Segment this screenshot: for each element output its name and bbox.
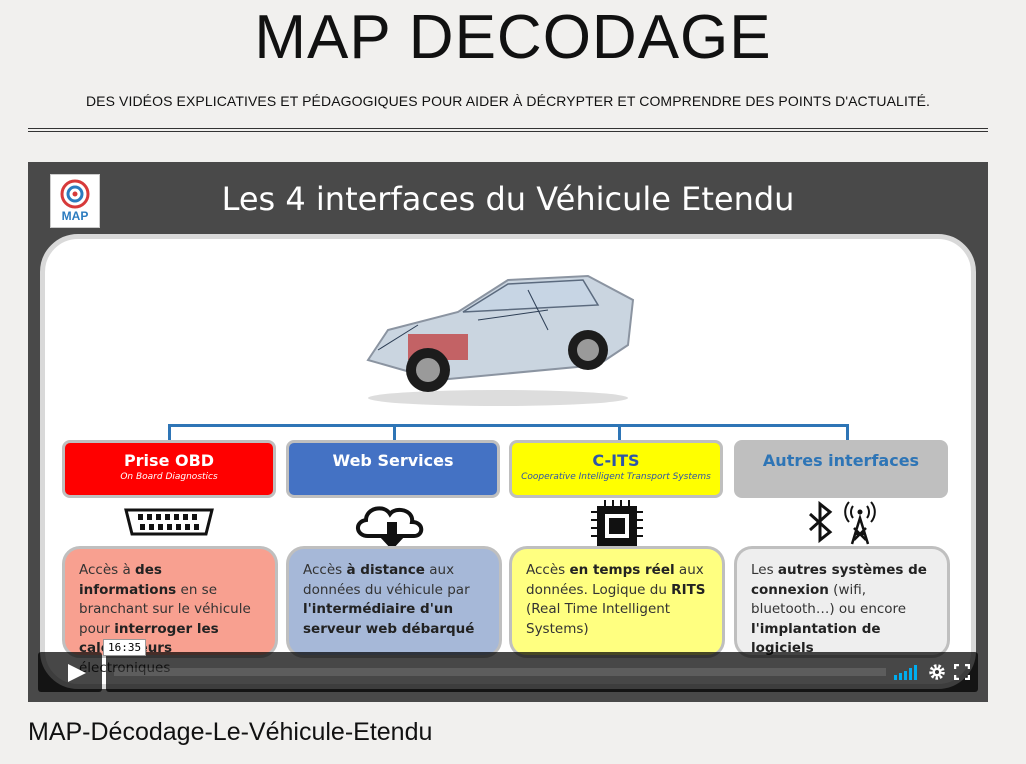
volume-icon[interactable]: [894, 664, 920, 680]
play-button[interactable]: [38, 652, 102, 692]
interface-description-obd: Accès à des informations en se branchant…: [62, 546, 278, 676]
divider: [28, 128, 988, 129]
play-icon: [68, 664, 86, 682]
site-tagline: DES VIDÉOS EXPLICATIVES ET PÉDAGOGIQUES …: [85, 93, 931, 109]
interface-box-c-its: C-ITS Cooperative Intelligent Transport …: [509, 440, 723, 498]
interface-title: Prise OBD: [123, 451, 215, 470]
description-text: RITS: [671, 581, 706, 598]
fullscreen-icon[interactable]: [954, 664, 970, 680]
divider: [28, 131, 988, 132]
description-text: aux données du véhicule par: [303, 562, 470, 598]
tree-connector: [168, 424, 848, 427]
site-title: MAP DECODAGE: [254, 3, 772, 72]
tree-connector: [393, 424, 396, 440]
cloud-download-icon: [286, 500, 500, 550]
obd-connector-icon: [62, 500, 276, 548]
description-text: Accès: [526, 562, 570, 578]
description-text: (Real Time Intelligent Systems): [526, 601, 671, 637]
slide-title: Les 4 interfaces du Véhicule Etendu: [221, 180, 795, 218]
interface-description-autres: Les autres systèmes de connexion (wifi, …: [734, 546, 950, 658]
description-text: en temps réel: [569, 562, 675, 578]
gear-icon[interactable]: [928, 663, 946, 681]
description-text: l'implantation de logiciels: [751, 620, 881, 657]
interface-description-c-its: Accès en temps réel aux données. Logique…: [509, 546, 725, 658]
timestamp-tooltip: 16:35: [103, 639, 147, 656]
video-player[interactable]: MAP Les 4 interfaces du Véhicule Etendu …: [28, 162, 988, 702]
tree-connector: [846, 424, 849, 440]
interface-subtitle: On Board Diagnostics: [120, 472, 218, 482]
interface-description-web-services: Accès à distance aux données du véhicule…: [286, 546, 502, 658]
tree-connector: [618, 424, 621, 440]
svg-text:MAP: MAP: [62, 209, 89, 223]
description-text: Accès: [303, 562, 347, 578]
interface-box-autres: Autres interfaces: [734, 440, 948, 498]
chip-icon: [509, 500, 723, 552]
car-illustration: [366, 274, 635, 406]
tree-connector: [168, 424, 171, 440]
description-text: l'intermédiaire d'un serveur web débarqu…: [303, 601, 475, 637]
video-title[interactable]: MAP-Décodage-Le-Véhicule-Etendu: [28, 718, 433, 746]
player-controls: 16:35: [38, 639, 978, 692]
map-logo: MAP: [50, 174, 100, 228]
description-text: Les: [751, 562, 778, 578]
interface-title: Web Services: [332, 451, 454, 470]
description-text: Accès à: [79, 562, 136, 578]
description-text: des informations: [79, 562, 177, 598]
progress-track[interactable]: [114, 668, 886, 676]
interface-title: C-ITS: [592, 451, 640, 470]
description-text: en se branchant sur le véhicule pour: [79, 581, 251, 637]
description-text: (wifi, bluetooth…) ou encore: [751, 581, 907, 618]
description-text: autres systèmes de connexion: [751, 562, 927, 598]
control-bar: [106, 652, 978, 692]
description-text: aux données. Logique du: [526, 562, 704, 598]
interface-box-obd: Prise OBD On Board Diagnostics: [62, 440, 276, 498]
description-text: à distance: [346, 562, 425, 578]
interface-title: Autres interfaces: [762, 451, 920, 470]
bluetooth-antenna-icon: [734, 500, 948, 548]
interface-box-web-services: Web Services: [286, 440, 500, 498]
interface-subtitle: Cooperative Intelligent Transport System…: [521, 472, 711, 482]
